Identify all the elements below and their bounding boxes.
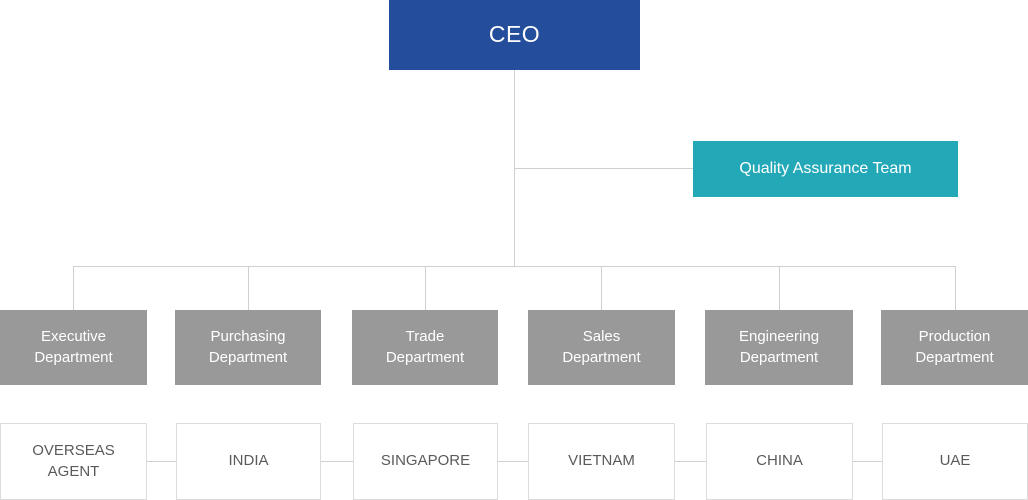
node-department-trade-label-line2: Department [385,348,465,366]
connector-region-link-4 [675,461,706,462]
connector-region-link-3 [498,461,528,462]
connector-ceo-to-qa [514,168,694,169]
connector-drop-department-3 [425,266,426,311]
node-department-sales-label-line1: Sales [582,328,621,346]
node-region-vietnam[interactable]: VIETNAM [528,423,675,500]
node-department-engineering[interactable]: Engineering Department [705,310,853,385]
node-department-trade[interactable]: Trade Department [352,310,498,385]
node-region-overseas-agent-label-line2: AGENT [47,462,100,480]
connector-drop-department-2 [248,266,249,311]
node-region-vietnam-label: VIETNAM [568,452,635,470]
node-region-china-label: CHINA [756,452,803,470]
node-department-production[interactable]: Production Department [881,310,1028,385]
node-region-china[interactable]: CHINA [706,423,853,500]
node-region-overseas-agent[interactable]: OVERSEAS AGENT [0,423,147,500]
node-department-executive-label-line1: Executive [40,328,107,346]
connector-drop-department-4 [601,266,602,311]
connector-drop-department-1 [73,266,74,311]
connector-region-link-2 [321,461,353,462]
node-ceo[interactable]: CEO [389,0,640,70]
node-region-india-label: INDIA [228,452,269,470]
connector-drop-department-5 [779,266,780,311]
node-department-production-label-line1: Production [918,328,991,346]
node-ceo-label: CEO [488,21,541,48]
node-region-overseas-agent-label-line1: OVERSEAS [32,442,115,460]
node-department-engineering-label-line2: Department [739,348,819,366]
node-department-purchasing-label-line1: Purchasing [210,328,286,346]
connector-drop-department-6 [955,266,956,311]
node-quality-assurance-team[interactable]: Quality Assurance Team [693,141,958,197]
node-department-purchasing[interactable]: Purchasing Department [175,310,321,385]
node-quality-assurance-team-label: Quality Assurance Team [739,160,912,178]
node-region-uae-label: UAE [939,452,971,470]
node-department-executive[interactable]: Executive Department [0,310,147,385]
connector-department-bar [73,266,956,267]
node-department-purchasing-label-line2: Department [208,348,288,366]
node-department-production-label-line2: Department [915,348,994,366]
connector-region-link-1 [147,461,176,462]
node-region-india[interactable]: INDIA [176,423,321,500]
node-department-sales-label-line2: Department [562,348,641,366]
node-department-executive-label-line2: Department [34,348,113,366]
node-region-uae[interactable]: UAE [882,423,1028,500]
connector-region-link-5 [853,461,882,462]
node-department-trade-label-line1: Trade [405,328,445,346]
node-department-sales[interactable]: Sales Department [528,310,675,385]
node-region-singapore-label: SINGAPORE [380,452,471,470]
node-department-engineering-label-line1: Engineering [738,328,820,346]
node-region-singapore[interactable]: SINGAPORE [353,423,498,500]
